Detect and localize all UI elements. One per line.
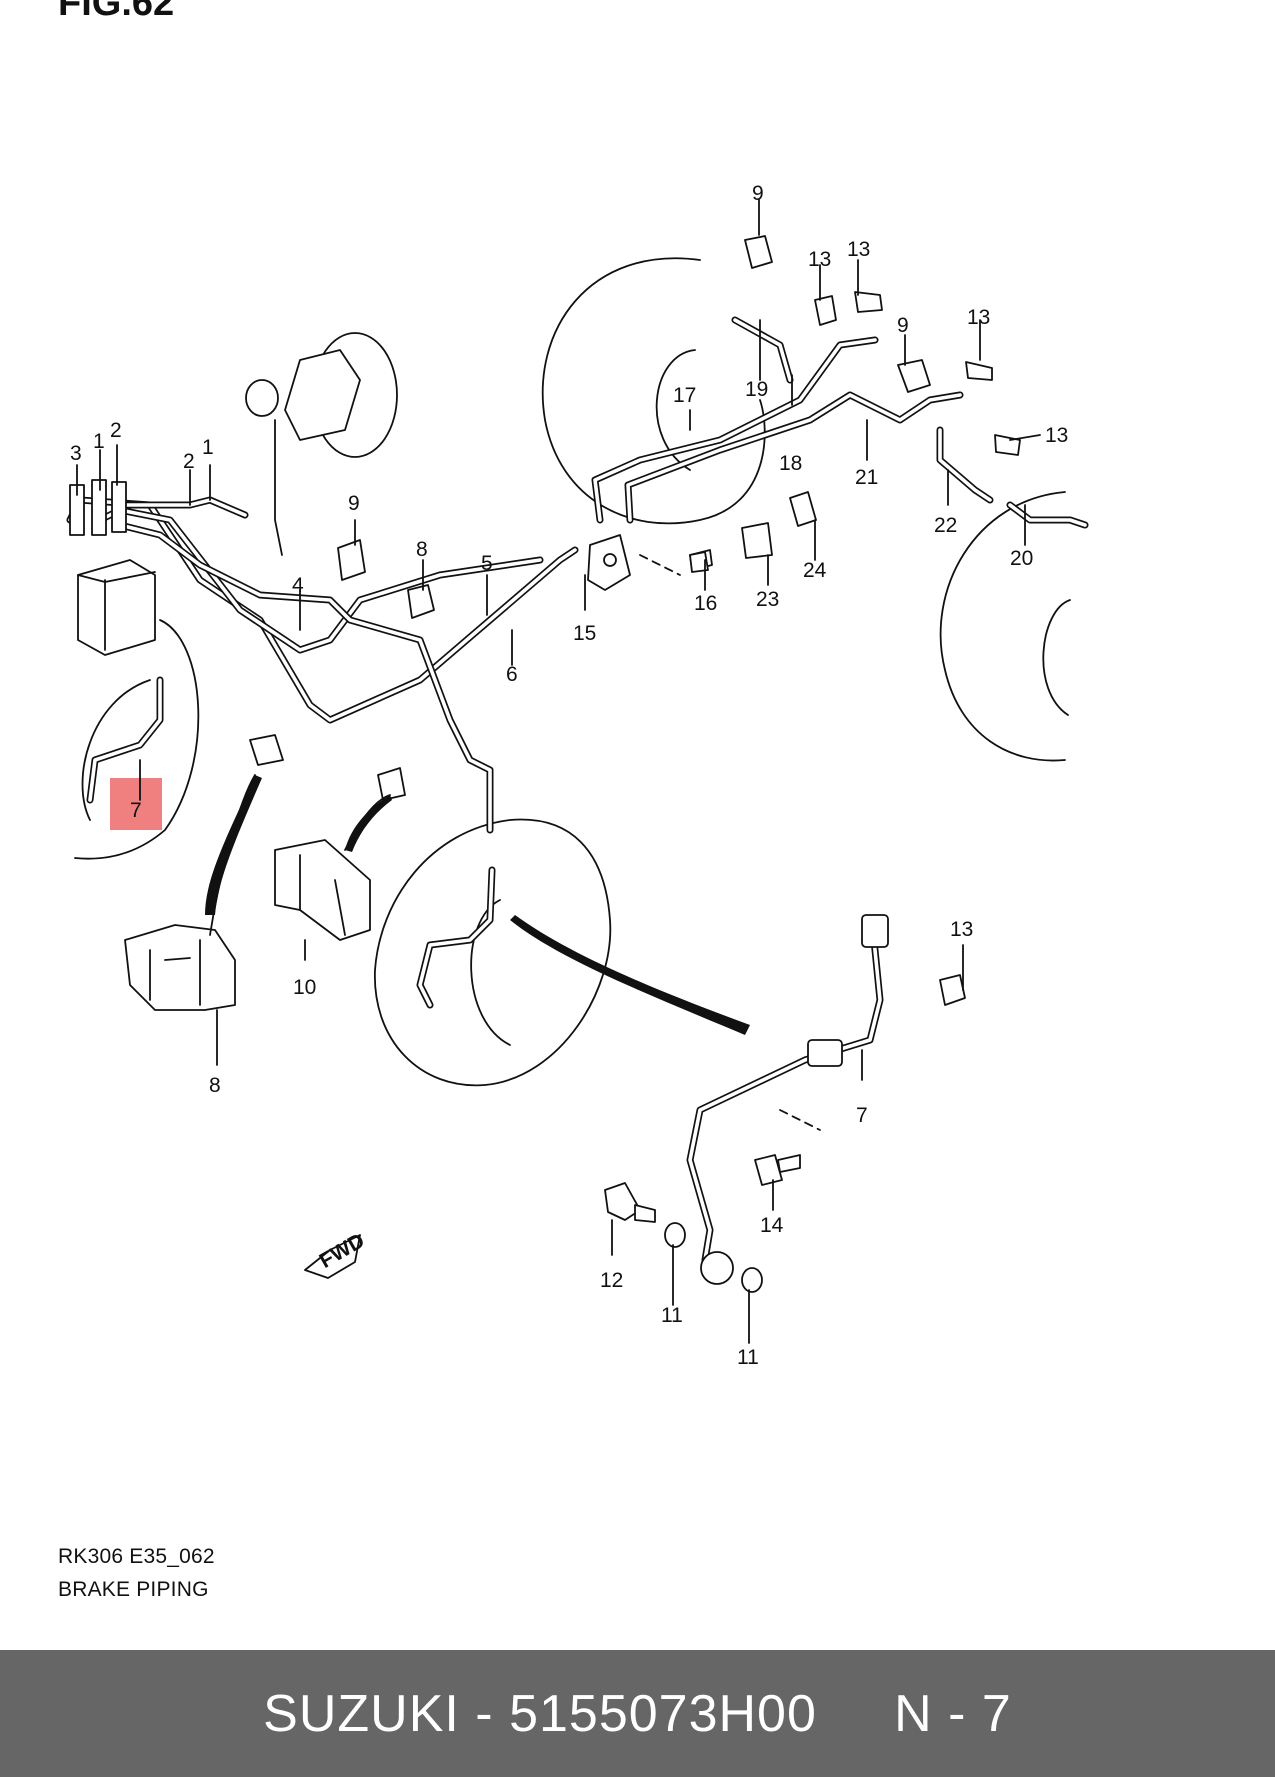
callout-20: 20 xyxy=(1010,547,1033,570)
wheel-front-left xyxy=(74,619,200,860)
wheel-right-far xyxy=(939,491,1071,762)
callout-7b: 7 xyxy=(856,1104,868,1127)
part-number-label: SUZUKI - 5155073H00 N - 7 xyxy=(263,1684,1012,1743)
callout-12: 12 xyxy=(600,1269,623,1292)
callout-13c: 13 xyxy=(967,306,990,329)
callout-1b: 1 xyxy=(202,436,214,459)
brake-booster xyxy=(245,332,398,556)
detail-bracket-10 xyxy=(274,794,391,941)
callout-3: 3 xyxy=(70,442,82,465)
callout-23: 23 xyxy=(756,588,779,611)
callout-24: 24 xyxy=(803,559,827,582)
lead-arrows xyxy=(205,775,750,1035)
leader-lines xyxy=(76,199,1041,1344)
callout-19: 19 xyxy=(745,378,768,401)
callout-14: 14 xyxy=(760,1214,784,1237)
callout-21: 21 xyxy=(855,466,878,489)
callout-2b: 2 xyxy=(183,450,195,473)
figure-code: RK306 E35_062 xyxy=(58,1545,215,1568)
bolts-washers xyxy=(604,551,801,1293)
callout-9a: 9 xyxy=(752,182,764,205)
callout-8b: 8 xyxy=(209,1074,221,1097)
abs-unit xyxy=(69,479,156,656)
callout-9b: 9 xyxy=(897,314,909,337)
callout-22: 22 xyxy=(934,514,957,537)
brake-piping-diagram: FWD 9 13 13 9 13 19 17 21 18 13 22 20 3 … xyxy=(66,182,1089,1369)
callout-1a: 1 xyxy=(93,430,105,453)
fwd-arrow: FWD xyxy=(304,1229,368,1279)
callout-16: 16 xyxy=(694,592,717,615)
figure-label: FIG.62 xyxy=(58,0,175,24)
callout-13e: 13 xyxy=(950,918,973,941)
callout-6: 6 xyxy=(506,663,518,686)
callout-17: 17 xyxy=(673,384,696,407)
callout-2a: 2 xyxy=(110,419,122,442)
callout-13d: 13 xyxy=(1045,424,1068,447)
callout-10: 10 xyxy=(293,976,316,999)
wheel-rear-right xyxy=(541,257,766,525)
callout-11a: 11 xyxy=(661,1304,683,1327)
callout-4: 4 xyxy=(292,574,304,597)
callout-15: 15 xyxy=(573,622,596,645)
callout-18: 18 xyxy=(779,452,802,475)
callout-9c: 9 xyxy=(348,492,360,515)
callouts: 9 13 13 9 13 19 17 21 18 13 22 20 3 1 2 … xyxy=(70,182,1068,1369)
callout-13a: 13 xyxy=(808,248,831,271)
callout-11b: 11 xyxy=(737,1346,759,1369)
detail-hose-7 xyxy=(686,914,889,1285)
figure-title: BRAKE PIPING xyxy=(58,1578,209,1601)
brake-pipes xyxy=(66,316,1089,1009)
junction-block xyxy=(587,534,681,591)
callout-8a: 8 xyxy=(416,538,428,561)
callout-13b: 13 xyxy=(847,238,870,261)
footer-bar: SUZUKI - 5155073H00 N - 7 xyxy=(0,1650,1275,1777)
highlight-box xyxy=(110,778,162,830)
callout-7-highlighted: 7 xyxy=(130,799,142,822)
callout-5: 5 xyxy=(481,552,493,575)
